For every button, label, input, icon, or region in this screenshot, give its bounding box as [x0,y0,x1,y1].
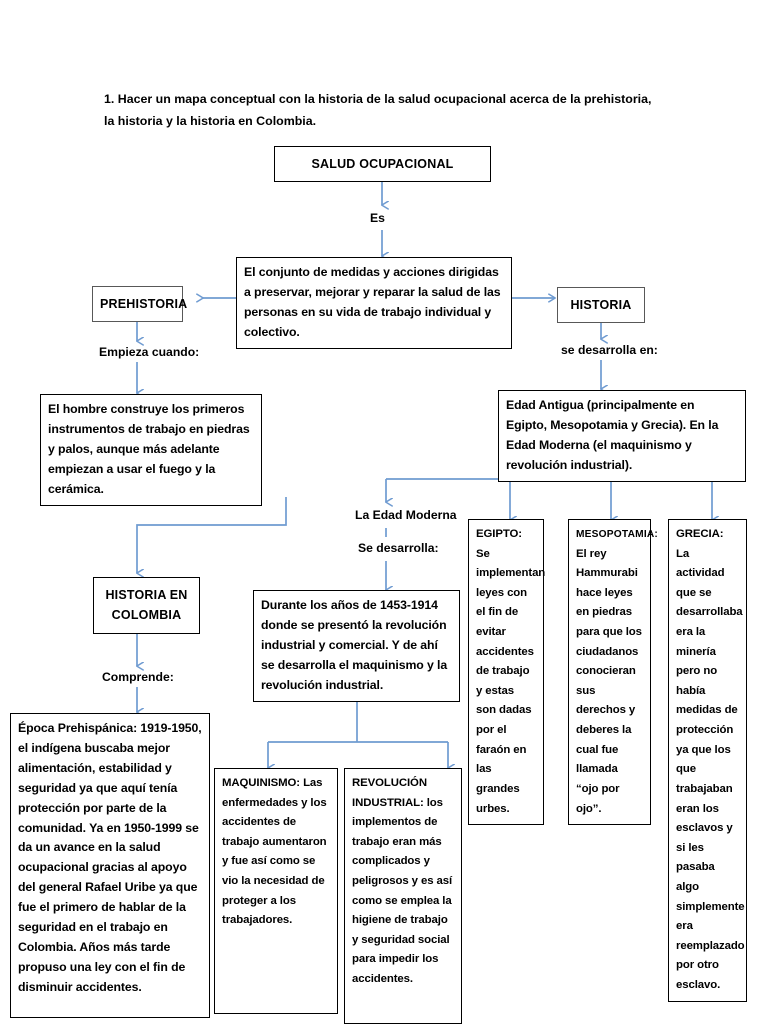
connector-label-comprende: Comprende: [102,670,174,684]
node-maquinismo-text: Las enfermedades y los accidentes de tra… [222,777,327,927]
node-mesopotamia-prefix: MESOPOTAMIA: [576,529,659,540]
heading-text: 1. Hacer un mapa conceptual con la histo… [104,92,652,129]
node-mesopotamia[interactable]: MESOPOTAMIA: El rey Hammurabi hace leyes… [568,519,658,826]
node-maquinismo[interactable]: MAQUINISMO: Las enfermedades y los accid… [214,768,338,1014]
node-revolucion-industrial[interactable]: REVOLUCIÓN INDUSTRIAL: los implementos d… [344,768,462,1024]
node-edad-antigua[interactable]: Edad Antigua (principalmente en Egipto, … [498,390,746,482]
connector-label-empieza-cuando: Empieza cuando: [99,345,200,359]
node-mesopotamia-text: El rey Hammurabi hace leyes en piedras p… [576,547,642,815]
connector-label-se-desarrolla: Se desarrolla: [358,541,439,555]
node-epoca-prehispanica[interactable]: Época Prehispánica: 1919-1950, el indíge… [10,713,210,1018]
node-edad-moderna-detalle[interactable]: Durante los años de 1453-1914 donde se p… [253,590,460,702]
connector-label-se-desarrolla-en: se desarrolla en: [561,343,658,357]
connector-label-es: Es [370,211,385,225]
node-maquinismo-prefix: MAQUINISMO: [222,777,300,789]
node-prehistoria[interactable]: PREHISTORIA [92,286,187,323]
node-revolucion-industrial-text: los implementos de trabajo eran más comp… [352,796,453,986]
node-salud-ocupacional[interactable]: SALUD OCUPACIONAL [274,146,491,183]
node-revolucion-industrial-prefix: REVOLUCIÓN INDUSTRIAL: [352,777,427,809]
node-definicion[interactable]: El conjunto de medidas y acciones dirigi… [236,257,512,349]
node-egipto[interactable]: EGIPTO: Se implementan leyes con el fin … [468,519,545,826]
connector-label-la-edad-moderna: La Edad Moderna [355,508,457,522]
node-prehistoria-detalle[interactable]: El hombre construye los primeros instrum… [40,394,262,506]
node-historia-en-colombia[interactable]: HISTORIA EN COLOMBIA [93,577,200,634]
node-grecia[interactable]: GRECIA: La actividad que se desarrollaba… [668,519,747,1002]
node-historia[interactable]: HISTORIA [557,287,645,324]
